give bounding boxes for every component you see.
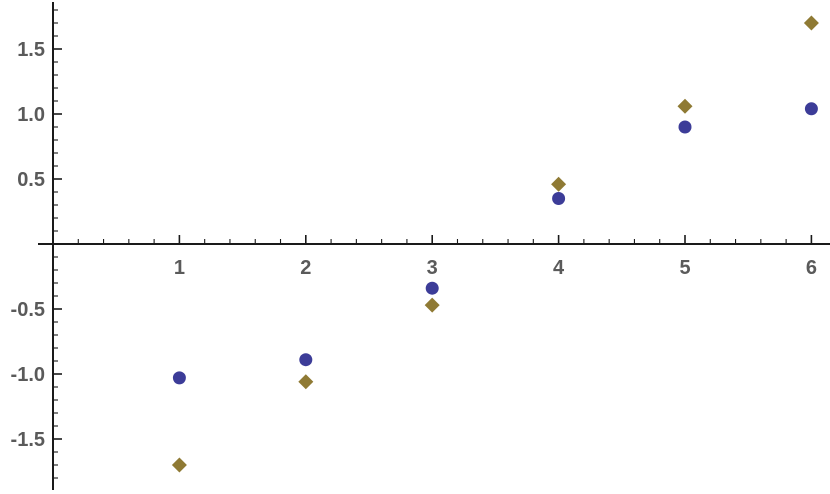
diamond-point [803,15,819,31]
diamond-point [677,98,693,114]
data-marks [171,15,819,473]
y-tick-label: 0.5 [17,169,45,191]
y-tick-label: -1.5 [11,429,45,451]
diamond-point [551,176,567,192]
series-2 [171,15,819,473]
circle-point [804,102,818,116]
circle-point [172,371,186,385]
y-tick-label: 1.5 [17,39,45,61]
x-tick-label: 5 [679,257,690,279]
x-tick-label: 4 [553,257,565,279]
circle-point [552,192,566,205]
circle-point [299,353,313,367]
diamond-point [171,457,187,473]
x-tick-label: 6 [806,257,817,279]
series-1 [172,102,818,385]
x-tick-label: 3 [427,257,438,279]
y-tick-label: -0.5 [11,299,45,321]
x-tick-label: 2 [300,257,311,279]
x-tick-label: 1 [174,257,185,279]
y-tick-label: 1.0 [17,104,45,126]
tick-labels: 1 2 3 4 5 6 -1.5 -1.0 -0.5 0.5 1.0 1.5 [11,39,817,451]
circle-point [425,281,439,295]
y-tick-label: -1.0 [11,364,45,386]
circle-point [678,120,692,134]
diamond-point [424,297,440,313]
diamond-point [298,374,314,390]
axes [38,2,830,490]
axis-ticks [53,9,813,479]
